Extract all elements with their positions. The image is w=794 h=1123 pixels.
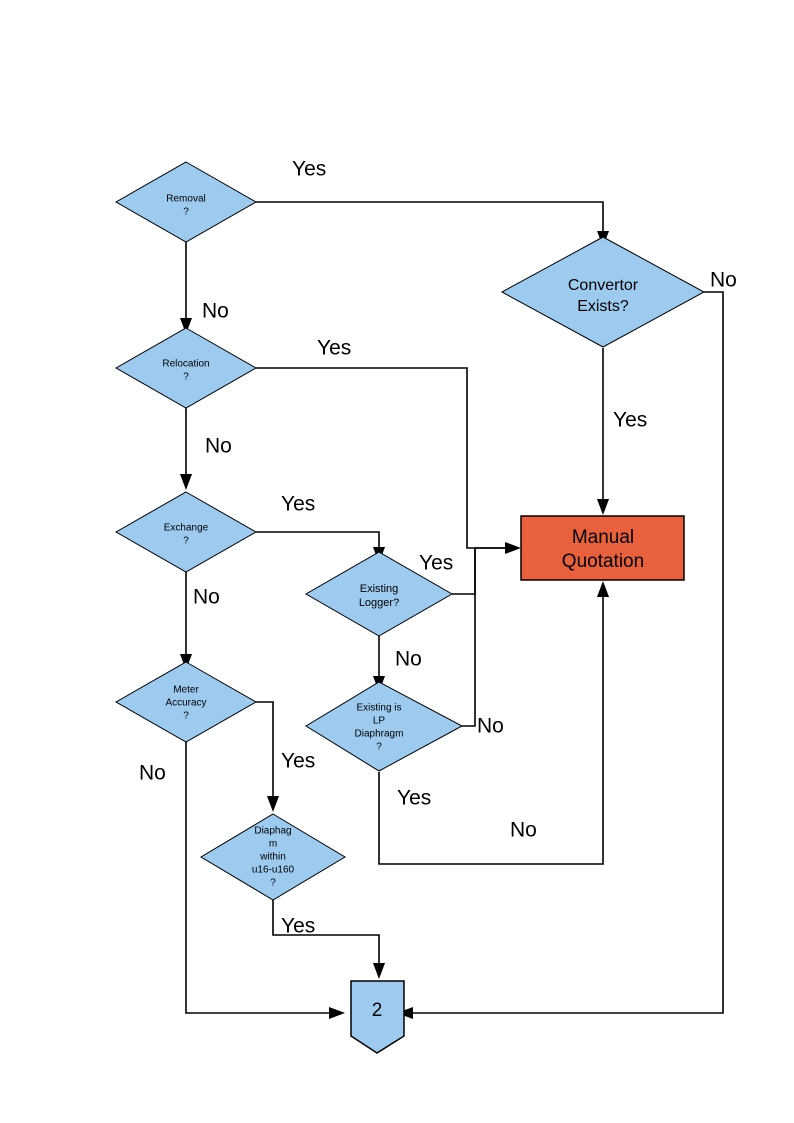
edge-logger-yes [452,547,510,595]
arrowhead-relocation-no [180,474,192,490]
node-exchange-line-0: Exchange [164,523,209,534]
node-manual-quotation-line-0: Manual [572,527,634,548]
node-removal-line-1: ? [183,207,189,218]
node-diaphagm-line-4: ? [270,878,276,889]
node-removal[interactable]: Removal ? [114,161,258,243]
edge-label-lp-yes: Yes [397,787,431,810]
node-existing-logger-line-1: Logger? [359,597,399,609]
node-connector-2[interactable]: 2 [350,980,405,1054]
arrowhead-meter-acc-no [329,1007,345,1019]
node-existing-lp-line-2: Diaphragm [355,729,404,740]
edge-label-meter-acc-yes: Yes [281,750,315,773]
node-relocation-line-0: Relocation [162,359,209,370]
edge-label-meter-acc-no: No [139,762,166,785]
edge-label-right-return-no: No [510,819,537,842]
node-convertor-exists[interactable]: Convertor Exists? [500,236,706,348]
edge-lp-yes [378,593,604,865]
arrowhead-diaphagm-yes [373,963,385,979]
node-diaphagm-range[interactable]: Diaphag m within u16-u160 ? [200,813,346,901]
node-existing-lp-line-3: ? [376,742,382,753]
edge-relocation-yes [256,367,510,549]
node-meter-accuracy-line-1: Accuracy [165,698,206,709]
arrowhead-lp-yes [597,581,609,597]
arrowhead-convertor-no [397,1007,413,1019]
edge-diaphagm-yes [272,900,380,967]
arrowhead-meter-acc-yes [267,796,279,812]
edge-label-removal-yes: Yes [292,158,326,181]
edge-label-convertor-yes: Yes [613,409,647,432]
node-diaphagm-line-2: within [259,852,286,863]
arrowhead-removal-no [180,318,192,334]
node-relocation[interactable]: Relocation ? [114,327,258,409]
edge-meter-acc-yes [256,701,274,800]
node-meter-accuracy-line-0: Meter [173,685,199,696]
arrowhead-convertor-yes [597,499,609,515]
arrowhead-relocation-yes [505,542,521,554]
node-exchange-line-1: ? [183,536,189,547]
node-exchange[interactable]: Exchange ? [114,491,258,573]
node-convertor-exists-line-0: Convertor [568,277,639,294]
edge-removal-yes [256,201,604,235]
node-existing-lp-diaphragm[interactable]: Existing is LP Diaphragm ? [305,681,464,772]
node-diaphagm-line-1: m [269,839,277,850]
edge-label-relocation-yes: Yes [317,337,351,360]
edge-lp-no [462,548,476,727]
edge-label-logger-yes: Yes [419,552,453,575]
edge-label-diaphagm-yes: Yes [281,915,315,938]
edge-label-exchange-yes: Yes [281,493,315,516]
node-existing-lp-line-1: LP [373,716,386,727]
node-meter-accuracy-line-2: ? [183,711,189,722]
node-existing-logger-line-0: Existing [360,583,399,595]
node-diaphagm-line-0: Diaphag [254,826,291,837]
node-removal-line-0: Removal [166,194,205,205]
edge-label-removal-no: No [202,300,229,323]
node-diaphagm-line-3: u16-u160 [252,865,295,876]
node-manual-quotation[interactable]: Manual Quotation [520,515,685,581]
edge-exchange-yes [256,531,380,551]
edge-label-exchange-no: No [193,586,220,609]
node-existing-logger[interactable]: Existing Logger? [304,551,454,637]
edge-meter-acc-no [185,742,333,1014]
node-manual-quotation-line-1: Quotation [562,551,644,572]
node-relocation-line-1: ? [183,372,189,383]
edge-label-lp-no: No [477,715,504,738]
edge-label-relocation-no: No [205,435,232,458]
edge-label-convertor-no: No [710,269,737,292]
node-meter-accuracy[interactable]: Meter Accuracy ? [114,661,258,743]
node-existing-lp-line-0: Existing is [356,703,401,714]
edge-convertor-no [409,291,724,1014]
node-convertor-exists-line-1: Exists? [577,298,629,315]
edge-label-logger-no: No [395,648,422,671]
node-connector-2-label: 2 [372,1000,383,1021]
